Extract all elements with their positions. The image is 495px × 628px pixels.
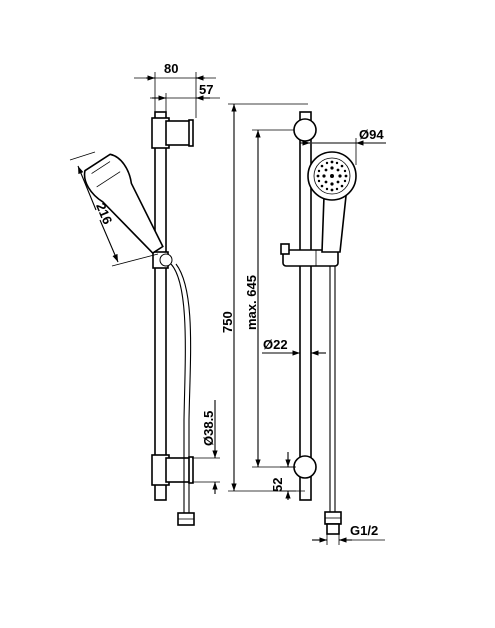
front-top-bracket bbox=[293, 118, 317, 142]
front-rail bbox=[299, 111, 312, 501]
side-rail bbox=[154, 111, 167, 501]
dim-645-label: max. 645 bbox=[244, 275, 259, 330]
dim-750-label: 750 bbox=[220, 311, 235, 333]
dim-g12-label: G1/2 bbox=[350, 523, 378, 538]
dim-22-label: Ø22 bbox=[263, 337, 288, 352]
dim-52-label: 52 bbox=[270, 478, 285, 492]
dim-57: 57 bbox=[150, 82, 220, 118]
side-slider bbox=[152, 251, 173, 269]
dim-g12: G1/2 bbox=[312, 523, 385, 545]
spray-nozzles bbox=[316, 160, 348, 192]
dim-645: max. 645 bbox=[244, 129, 294, 468]
side-view: 80 57 216 Ø38.5 bbox=[69, 61, 220, 526]
dim-80: 80 bbox=[134, 61, 216, 118]
front-view: Ø94 750 max. 645 Ø22 bbox=[220, 103, 386, 545]
front-bottom-bracket bbox=[293, 455, 317, 479]
side-hose bbox=[170, 263, 186, 520]
side-top-bracket bbox=[151, 117, 194, 149]
front-hand-shower bbox=[307, 151, 357, 253]
dim-57-label: 57 bbox=[199, 82, 213, 97]
front-hose-connector bbox=[324, 511, 342, 535]
dim-52: 52 bbox=[270, 452, 296, 500]
side-bottom-bracket bbox=[151, 454, 194, 486]
dim-94-label: Ø94 bbox=[359, 127, 384, 142]
dim-38-5-label: Ø38.5 bbox=[201, 411, 216, 446]
side-hand-shower bbox=[83, 153, 164, 255]
dim-80-label: 80 bbox=[164, 61, 178, 76]
dim-750: 750 bbox=[220, 103, 308, 492]
front-slider bbox=[280, 243, 339, 267]
dim-38-5: Ø38.5 bbox=[192, 400, 220, 494]
side-hose-connector bbox=[177, 512, 195, 526]
dim-22: Ø22 bbox=[262, 337, 326, 356]
dim-94: Ø94 bbox=[300, 127, 386, 165]
